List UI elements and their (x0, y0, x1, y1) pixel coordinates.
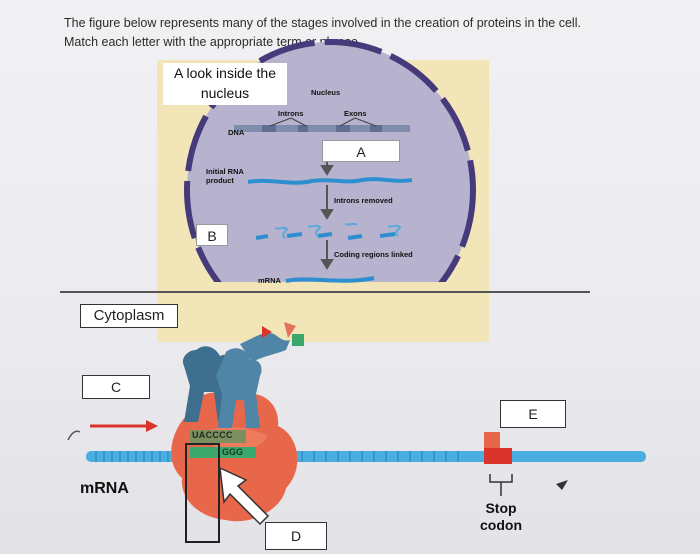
trna-molecules (182, 332, 290, 428)
amino-acid-green (292, 334, 304, 346)
answer-box-a: A (322, 140, 400, 162)
answer-box-c: C (82, 375, 150, 399)
stop-codon-bracket (489, 474, 513, 496)
question-line-2: Match each letter with the appropriate t… (64, 35, 362, 49)
answer-box-e: E (500, 400, 566, 428)
codon-text: GGG (222, 447, 244, 457)
amino-acid-salmon (284, 322, 296, 338)
question-text: The figure below represents many of the … (64, 14, 664, 52)
nucleus-label: Nucleus (311, 88, 341, 97)
answer-box-b: B (196, 224, 228, 246)
dna-strand (234, 125, 410, 132)
cytoplasm-mrna-strand (86, 451, 646, 462)
introns-label: Introns (278, 109, 304, 118)
nucleus-caption-line-2: nucleus (200, 85, 250, 101)
nuclear-mrna-label: mRNA (258, 276, 281, 285)
cytoplasm-mrna-label: mRNA (80, 480, 129, 497)
nuclear-mrna-strand (285, 276, 375, 283)
stop-codon-label: Stop codon (480, 500, 522, 533)
initial-rna-strand (247, 177, 413, 185)
anticodon-text: UACCCC (192, 430, 233, 440)
selection-frame (185, 443, 220, 543)
question-line-1: The figure below represents many of the … (64, 16, 581, 30)
pointer-arrow-icon (219, 466, 270, 526)
amino-acid-red (262, 326, 272, 338)
dna-label: DNA (228, 128, 245, 137)
coding-regions-linked-label: Coding regions linked (334, 250, 413, 259)
cytoplasm-label: Cytoplasm (80, 304, 178, 328)
nucleus-caption-line-1: A look inside the (174, 65, 276, 81)
nucleus-caption: A look inside the nucleus (163, 63, 287, 105)
exons-label: Exons (344, 109, 367, 118)
stop-codon-block (484, 448, 512, 464)
anticodon-bar (190, 430, 246, 443)
rna-fragments (255, 232, 396, 240)
answer-box-d: D (265, 522, 327, 550)
initial-rna-label: Initial RNA product (206, 167, 244, 185)
introns-removed-label: Introns removed (334, 196, 393, 205)
codon-bar (190, 447, 256, 458)
